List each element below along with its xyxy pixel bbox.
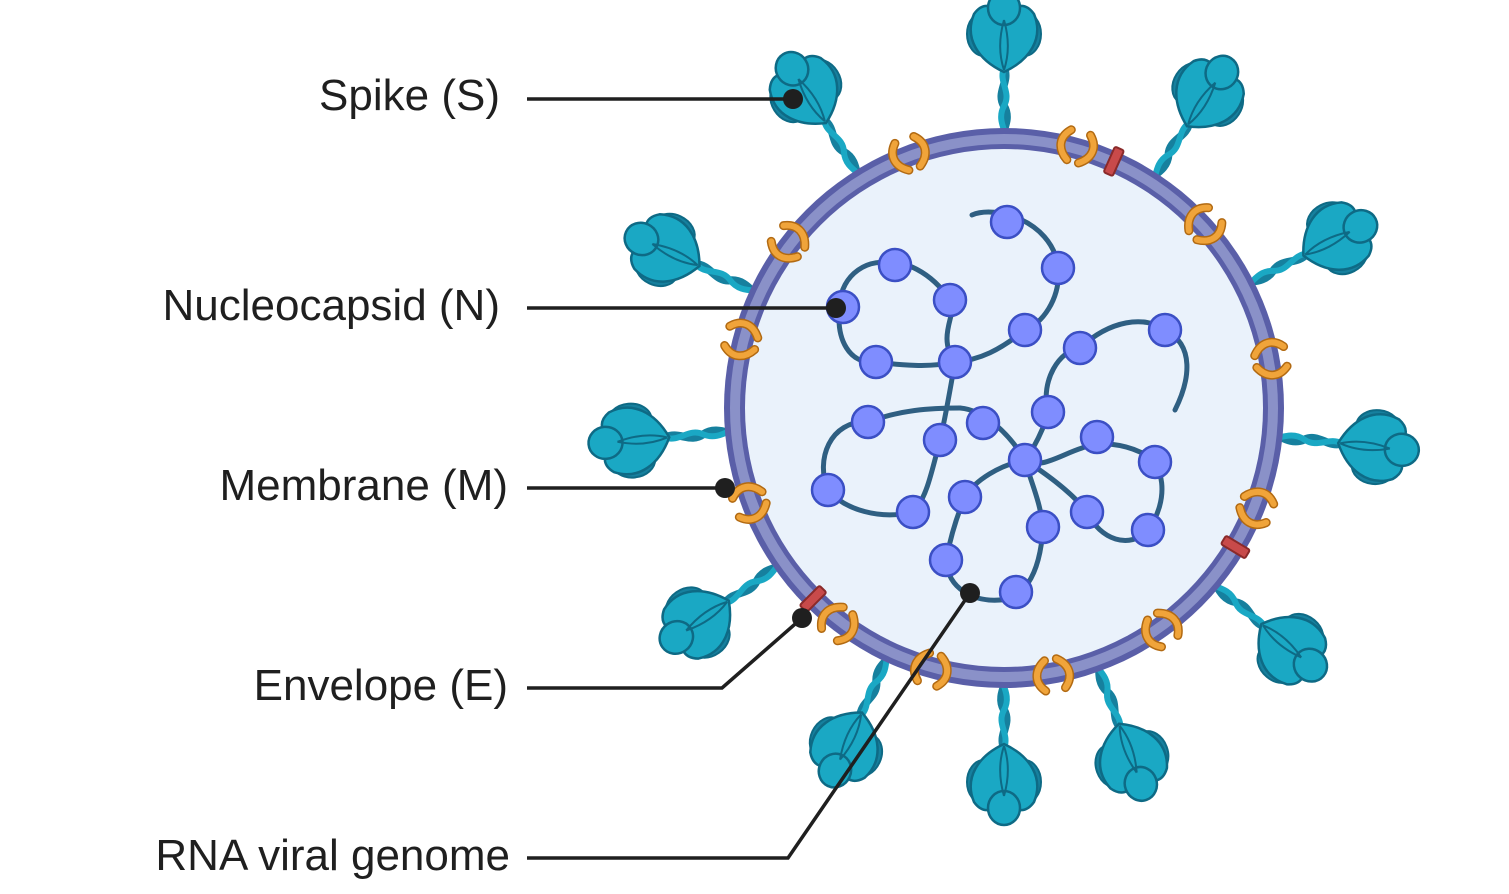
labels: Spike (S) Nucleocapsid (N) Membrane (M) … (155, 71, 510, 880)
envelope-pointer-dot (792, 608, 812, 628)
envelope-label: Envelope (E) (254, 661, 508, 710)
nucleocapsid-pointer-dot (826, 298, 846, 318)
membrane-label: Membrane (M) (220, 461, 509, 510)
spike-label: Spike (S) (319, 71, 500, 120)
nucleocapsid-label: Nucleocapsid (N) (163, 281, 500, 330)
envelope-leader-line (527, 616, 804, 690)
leader-lines (527, 89, 980, 860)
membrane-pointer-dot (715, 478, 735, 498)
rna-leader-line (527, 592, 972, 860)
spike-pointer-dot (783, 89, 803, 109)
rna-genome-label: RNA viral genome (155, 831, 510, 880)
rna-pointer-dot (960, 583, 980, 603)
